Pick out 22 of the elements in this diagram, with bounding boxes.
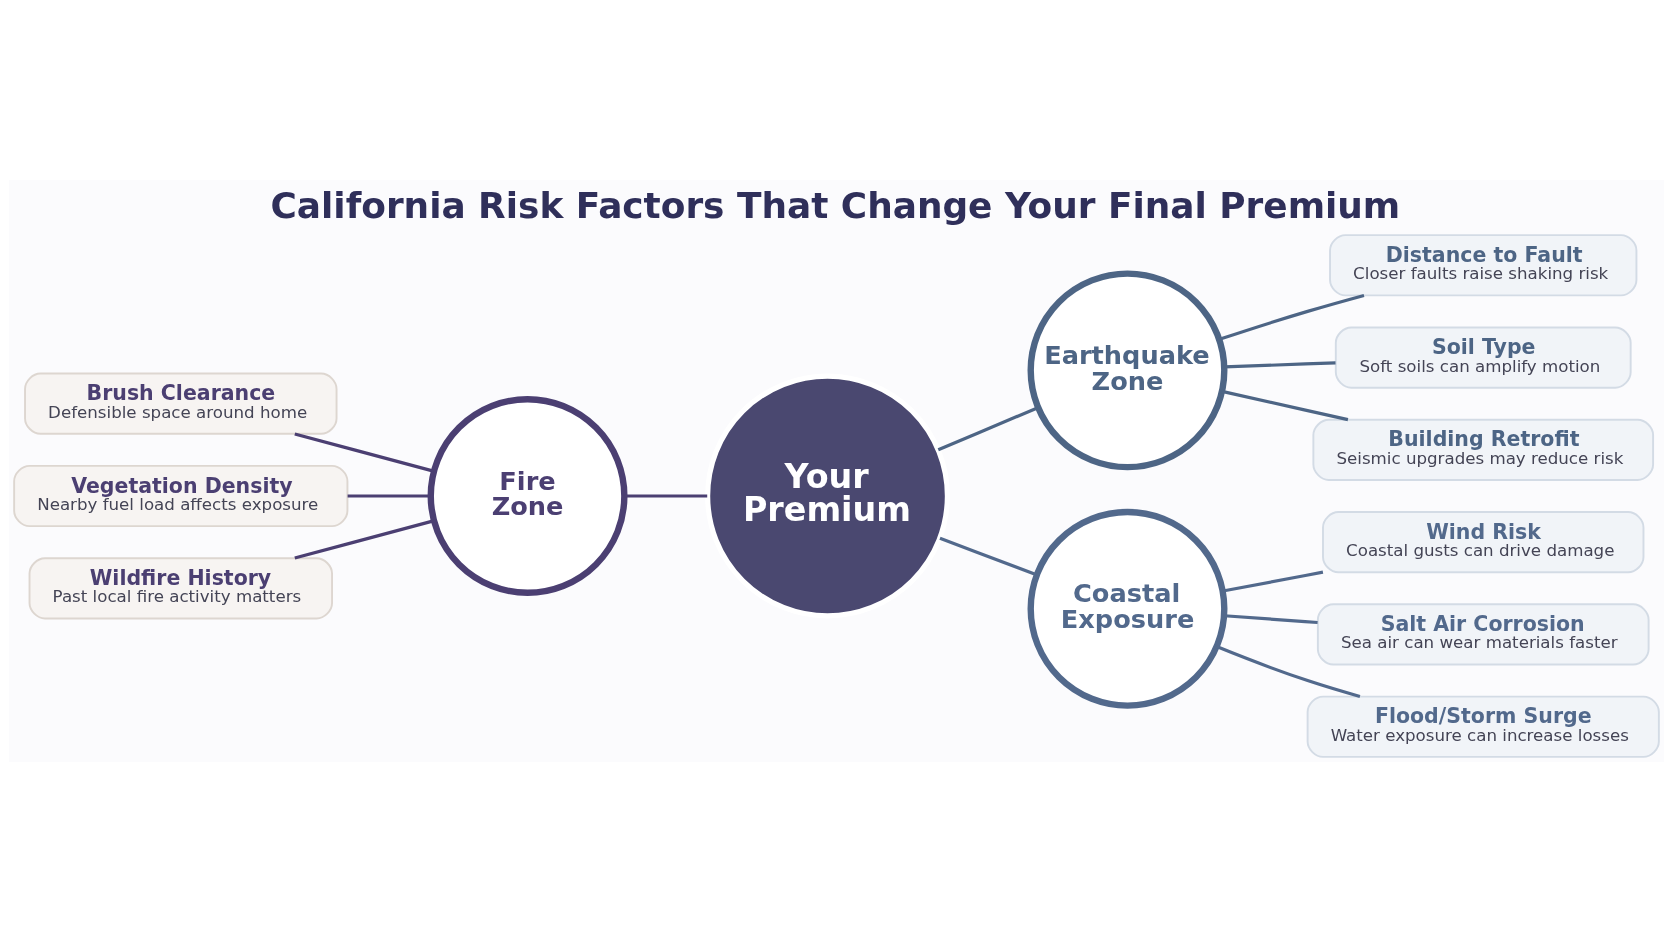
node-box: Distance to Fault Closer faults raise shaking risk [1328,233,1637,296]
connector [293,518,434,560]
node-box: Flood/Storm Surge Water exposure can increase losses [1306,695,1660,758]
connector [624,493,707,498]
connector [293,431,434,473]
connector [937,405,1038,451]
connector [1222,570,1323,593]
node-box: Wind Risk Coastal gusts can drive damage [1321,510,1644,573]
node-box: Building Retrofit Seismic upgrades may reduce risk [1311,418,1654,481]
node-box: Wildfire History Past local fire activity matters [28,556,333,619]
connector [1221,389,1348,421]
diagram-title: California Risk Factors That Change Your Final Premium [270,184,1400,226]
node-circle: Fire Zone [427,395,628,596]
node-box: Vegetation Density Nearby fuel load affects exposure [12,464,348,527]
node-box: Soil Type Soft soils can amplify motion [1334,325,1632,389]
node-box: Brush Clearance Defensible space around home [23,372,337,435]
node-circle: Coastal Exposure [1027,508,1227,709]
connector [347,493,430,498]
node-circle: Earthquake Zone [1027,269,1227,470]
node-box: Salt Air Corrosion Sea air can wear materials faster [1316,602,1650,666]
connector [1218,293,1364,341]
connector [938,536,1037,576]
